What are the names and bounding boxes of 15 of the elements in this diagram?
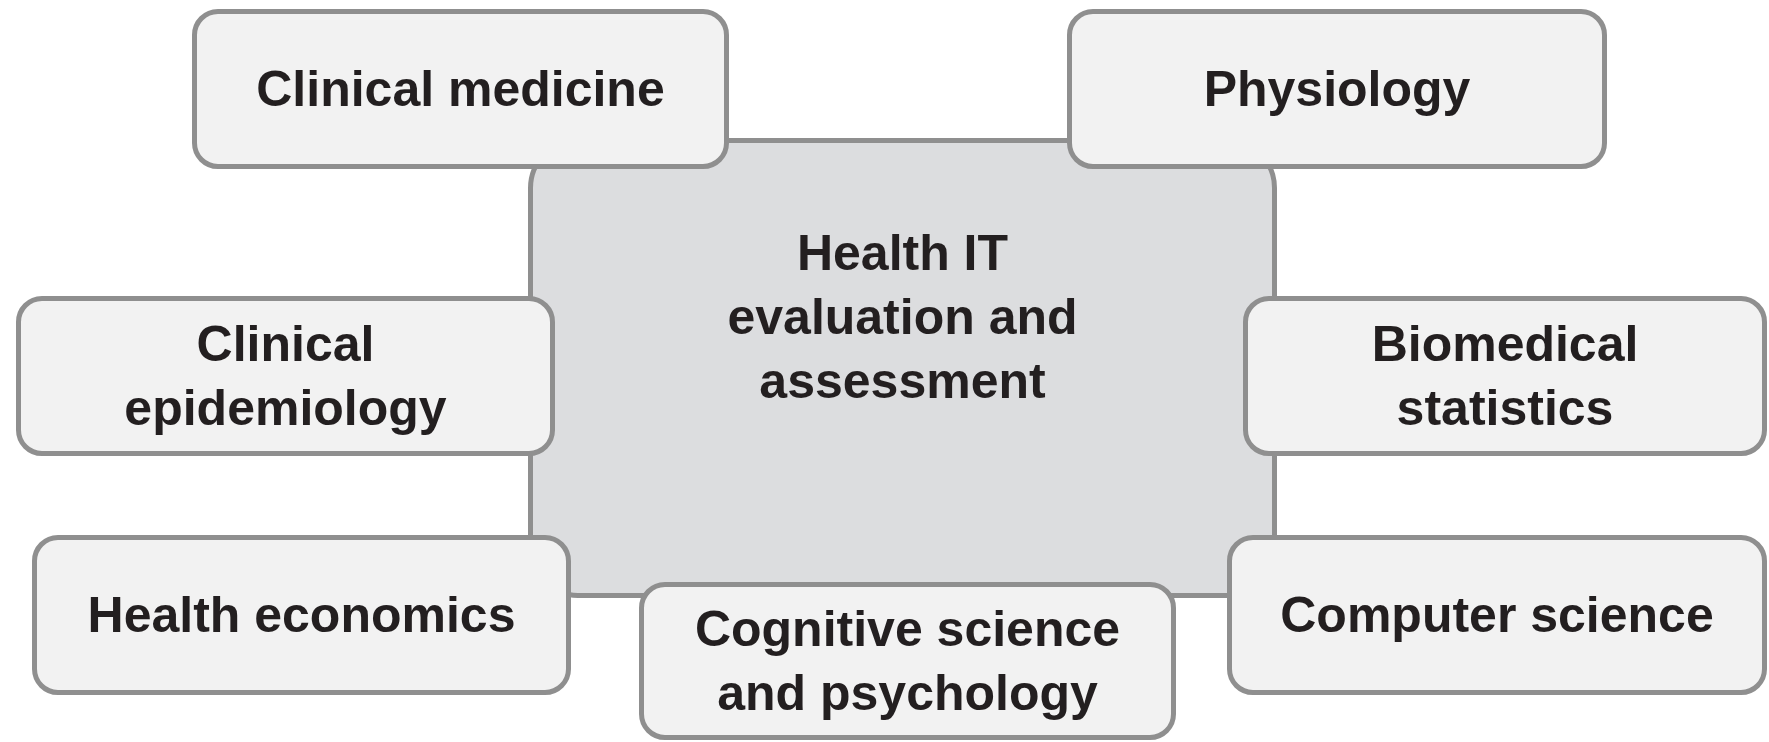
topic-label: Health IT evaluation and assessment: [726, 224, 1079, 411]
topic-label: Clinical medicine: [256, 60, 665, 119]
topic-label: Health economics: [87, 586, 516, 645]
topic-box: [1243, 296, 1767, 456]
topic-box: [192, 9, 729, 169]
topic-label: Biomedical statistics: [1370, 315, 1640, 438]
topic-box: [639, 582, 1176, 740]
topic-box: [1067, 9, 1607, 169]
topic-box: [32, 535, 571, 695]
topic-label: Clinical epidemiology: [123, 315, 448, 438]
topic-box: [16, 296, 555, 456]
topic-label: Computer science: [1280, 586, 1714, 645]
topic-label: Physiology: [1203, 60, 1471, 119]
topic-label: Cognitive science and psychology: [693, 600, 1122, 723]
topic-box: [1227, 535, 1767, 695]
